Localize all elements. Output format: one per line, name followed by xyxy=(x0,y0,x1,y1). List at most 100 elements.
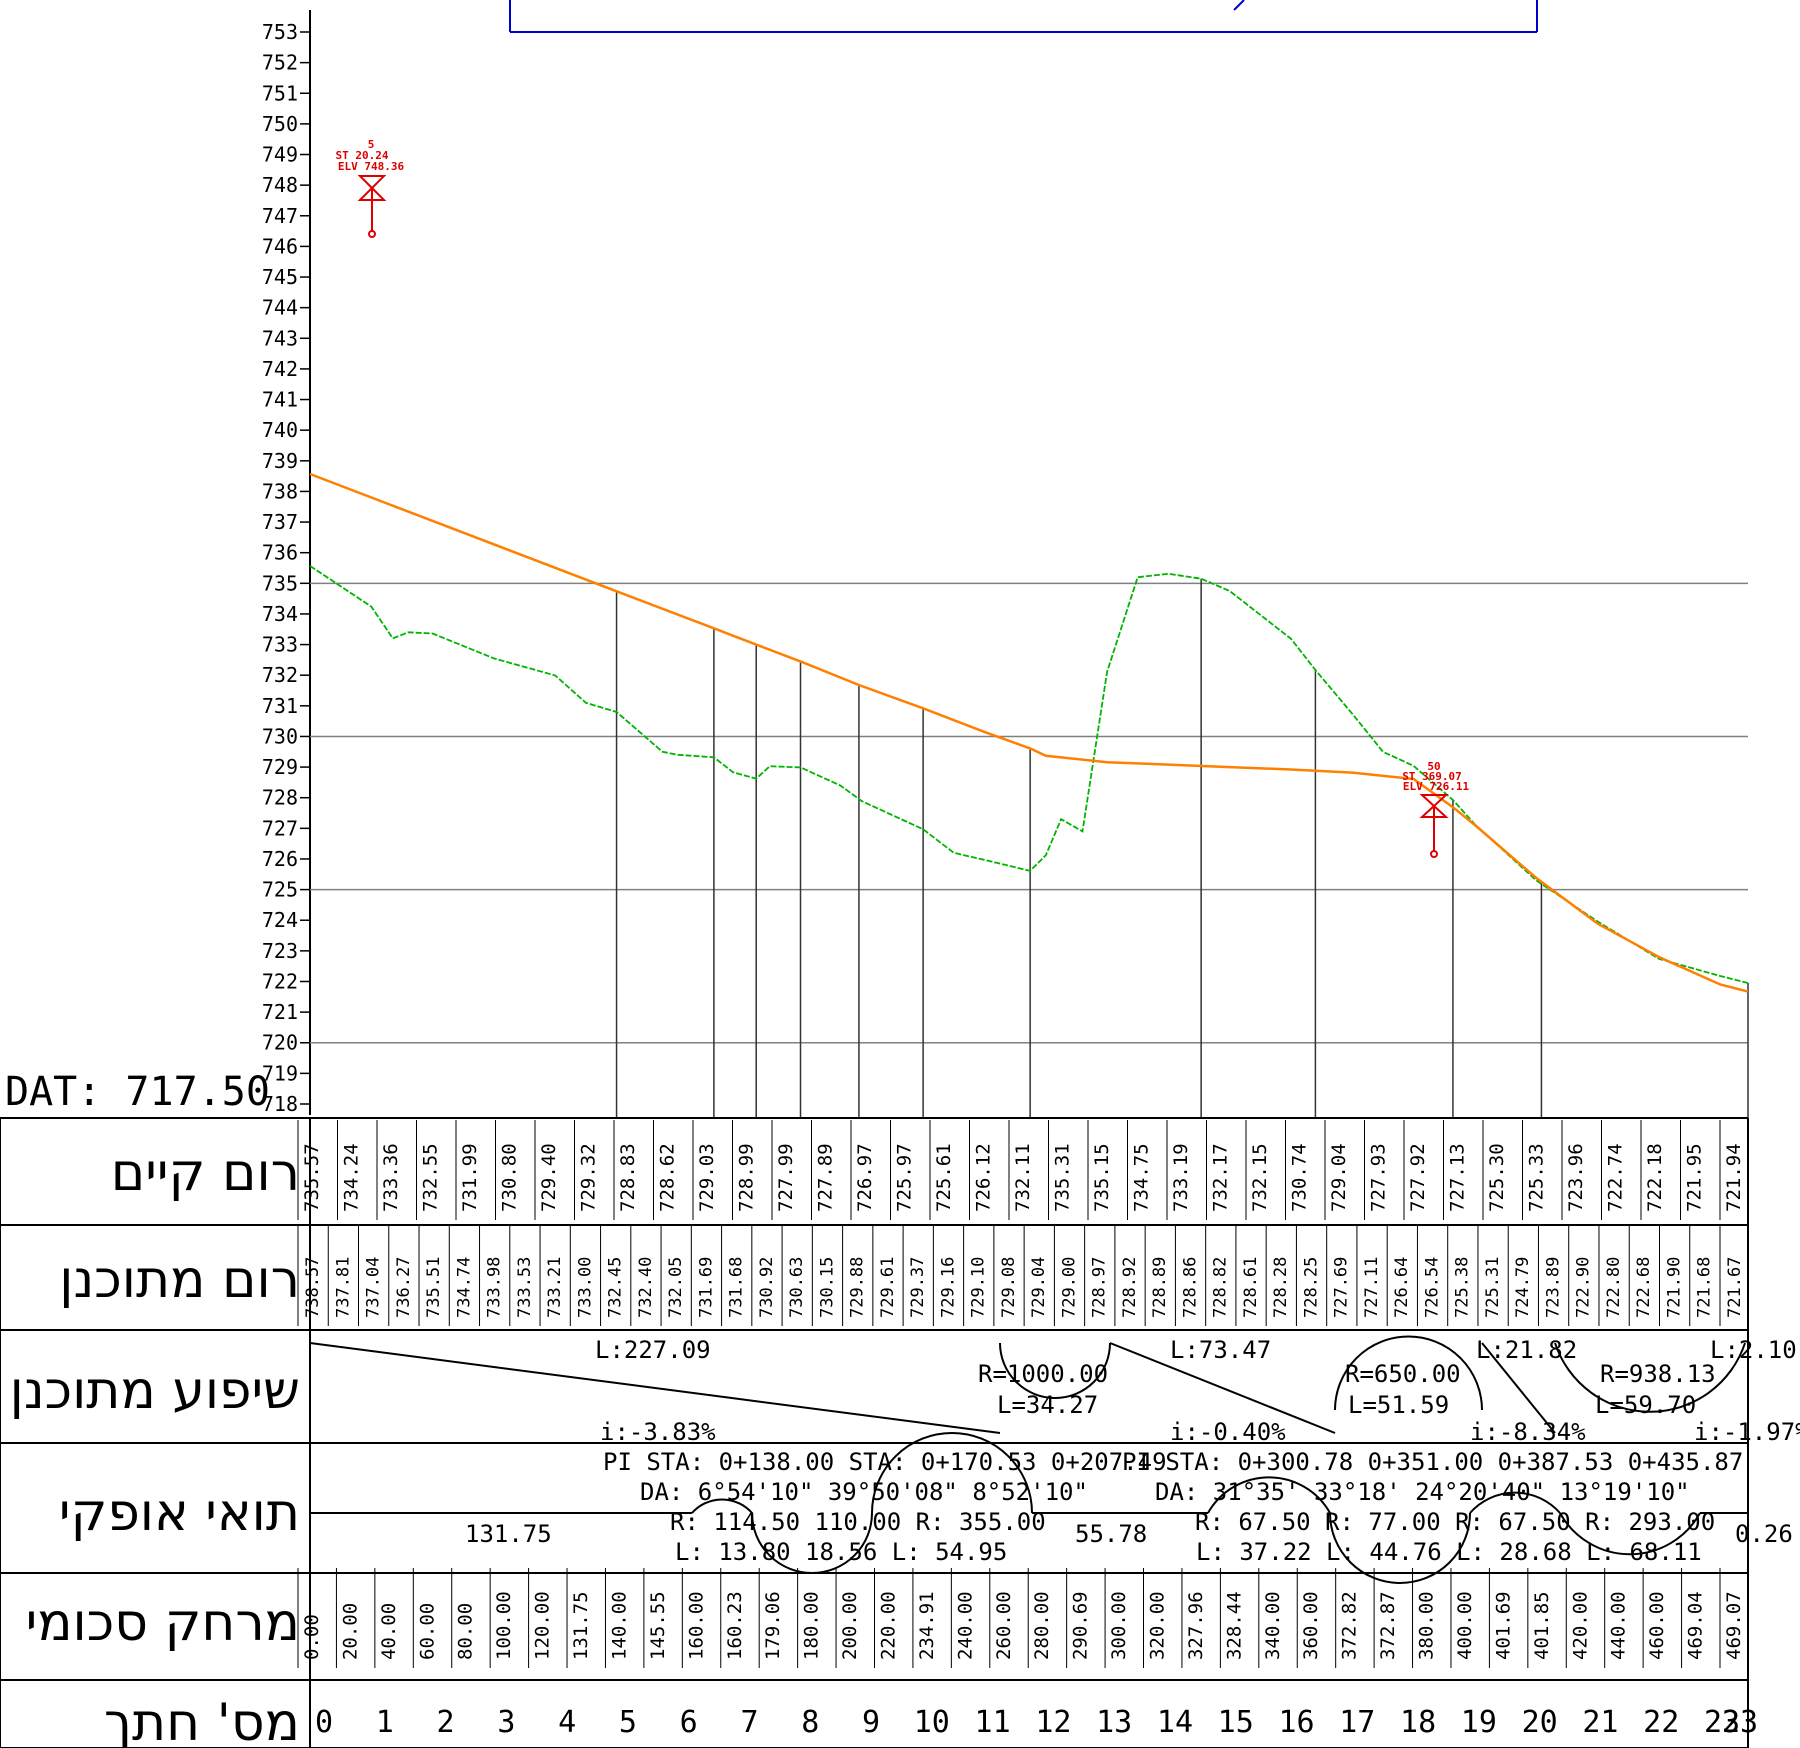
design_values-cell: 728.92 xyxy=(1120,1257,1140,1318)
slope-curve2-length: L=51.59 xyxy=(1348,1391,1449,1419)
design_values-cell: 729.16 xyxy=(938,1257,958,1318)
y-tick-label: 726 xyxy=(262,847,298,871)
horizontal-row: 131.75 PI STA: 0+138.00 STA: 0+170.53 0+… xyxy=(310,1432,1793,1584)
y-tick-label: 721 xyxy=(262,1000,298,1024)
y-tick-label: 725 xyxy=(262,878,298,902)
existing_values-cell: 734.75 xyxy=(1131,1143,1153,1212)
distance_values-cell: 100.00 xyxy=(493,1591,515,1660)
existing_values-cell: 725.97 xyxy=(894,1143,916,1212)
existing_values-cell: 727.89 xyxy=(815,1143,837,1212)
distance_values-cell: 220.00 xyxy=(877,1591,899,1660)
design_values-cell: 734.74 xyxy=(454,1257,474,1318)
slope-seg1-length: L:227.09 xyxy=(595,1336,711,1364)
y-tick-label: 750 xyxy=(262,112,298,136)
section-number: 3 xyxy=(497,1705,515,1740)
slope-curve2-radius: R=650.00 xyxy=(1345,1360,1461,1388)
existing_values-cell: 733.36 xyxy=(380,1143,402,1212)
y-tick-label: 735 xyxy=(262,571,298,595)
marker-2: 50 ST 369.07 ELV 726.11 xyxy=(1402,760,1469,858)
existing_values-cell: 730.80 xyxy=(499,1143,521,1212)
distance_values-cell: 320.00 xyxy=(1147,1591,1169,1660)
row-header-distance: מרחק סכומי xyxy=(26,1593,300,1653)
design_values-cell: 729.00 xyxy=(1059,1257,1079,1318)
design_values-cell: 729.04 xyxy=(1029,1257,1049,1318)
design_values-cell: 722.90 xyxy=(1574,1257,1594,1318)
y-tick-label: 747 xyxy=(262,204,298,228)
section-number: 5 xyxy=(619,1705,637,1740)
existing_values-cell: 729.40 xyxy=(538,1143,560,1212)
design_values-cell: 721.67 xyxy=(1725,1257,1745,1318)
top-frame xyxy=(509,0,1538,33)
distance_values-cell: 0.00 xyxy=(301,1614,323,1660)
slope-curve3-radius: R=938.13 xyxy=(1600,1360,1716,1388)
design_values-cell: 732.40 xyxy=(636,1257,656,1318)
slope-curve1-radius: R=1000.00 xyxy=(978,1360,1108,1388)
marker-2-st: ST 369.07 xyxy=(1402,770,1462,783)
y-tick-labels: 7537527517507497487477467457447437427417… xyxy=(262,20,310,1116)
design_values-cell: 733.98 xyxy=(485,1257,505,1318)
existing_values-cell: 725.33 xyxy=(1526,1143,1548,1212)
section-number: 16 xyxy=(1278,1705,1314,1740)
marker-1-elv: ELV 748.36 xyxy=(338,160,405,173)
distance_values-cell: 340.00 xyxy=(1262,1591,1284,1660)
existing_values-cell: 726.97 xyxy=(854,1143,876,1212)
distance_values-cell: 260.00 xyxy=(993,1591,1015,1660)
row-header-existing: רום קיים xyxy=(111,1143,300,1203)
marker-1: 5 ST 20.24 ELV 748.36 xyxy=(336,138,405,238)
design_values-cell: 737.04 xyxy=(364,1257,384,1318)
y-tick-label: 737 xyxy=(262,510,298,534)
slope-row: L:227.09 i:-3.83% R=1000.00 L=34.27 L:73… xyxy=(309,1335,1800,1446)
section-number: 15 xyxy=(1218,1705,1254,1740)
section-number: 23 xyxy=(1704,1705,1740,1740)
distance_values-cell: 327.96 xyxy=(1185,1591,1207,1660)
y-tick-label: 751 xyxy=(262,81,298,105)
existing_values-cell: 732.11 xyxy=(1012,1143,1034,1212)
existing_values-cell: 735.31 xyxy=(1052,1143,1074,1212)
y-tick-label: 734 xyxy=(262,602,298,626)
existing_values-cell: 725.61 xyxy=(933,1143,955,1212)
design_values-cell: 724.79 xyxy=(1513,1257,1533,1318)
distance_values-cell: 179.06 xyxy=(762,1591,784,1660)
design_values-cell: 730.92 xyxy=(757,1257,777,1318)
y-tick-label: 722 xyxy=(262,969,298,993)
section-number: 12 xyxy=(1035,1705,1071,1740)
design_values-cell: 728.61 xyxy=(1241,1257,1261,1318)
design_values-cell: 729.88 xyxy=(848,1257,868,1318)
section-number: 22 xyxy=(1643,1705,1679,1740)
row-headers: רום קיים רום מתוכנן שיפוע מתוכנן תואי או… xyxy=(10,1143,300,1748)
section-number: 20 xyxy=(1522,1705,1558,1740)
section-number: 7 xyxy=(740,1705,758,1740)
distance_values-cell: 300.00 xyxy=(1108,1591,1130,1660)
design_values-cell: 738.57 xyxy=(303,1257,323,1318)
y-tick-label: 731 xyxy=(262,694,298,718)
y-tick-label: 738 xyxy=(262,479,298,503)
distance_values-cell: 40.00 xyxy=(378,1603,400,1660)
profile-series xyxy=(309,472,1749,993)
design_values-cell: 725.38 xyxy=(1453,1257,1473,1318)
existing_values-cell: 727.92 xyxy=(1407,1143,1429,1212)
horizontal-l-group-1: L: 13.80 18.56 L: 54.95 xyxy=(675,1538,1007,1566)
existing_values-cell: 721.94 xyxy=(1723,1143,1745,1212)
horizontal-r-group-1: R: 114.50 110.00 R: 355.00 xyxy=(670,1508,1046,1536)
section-number: 2 xyxy=(437,1705,455,1740)
section-number: 11 xyxy=(975,1705,1011,1740)
distance_values-cell: 180.00 xyxy=(801,1591,823,1660)
existing_values-cell: 734.24 xyxy=(341,1143,363,1212)
existing_values-cell: 729.04 xyxy=(1328,1143,1350,1212)
horizontal-pi-group-1: PI STA: 0+138.00 STA: 0+170.53 0+207.49 xyxy=(603,1448,1167,1476)
existing_values-cell: 722.74 xyxy=(1605,1143,1627,1212)
y-tick-label: 730 xyxy=(262,724,298,748)
horizontal-straight-3: 0.26 xyxy=(1735,1520,1793,1548)
section-number: 13 xyxy=(1096,1705,1132,1740)
horizontal-pi-group-2: PI STA: 0+300.78 0+351.00 0+387.53 0+435… xyxy=(1122,1448,1743,1476)
design_values-cell: 731.68 xyxy=(727,1257,747,1318)
distance_values-cell: 469.04 xyxy=(1685,1591,1707,1660)
design_values-cell: 728.82 xyxy=(1211,1257,1231,1318)
existing_values-cell: 723.96 xyxy=(1565,1143,1587,1212)
y-tick-label: 729 xyxy=(262,755,298,779)
horizontal-straight-2: 55.78 xyxy=(1075,1520,1147,1548)
distance_values-cell: 280.00 xyxy=(1031,1591,1053,1660)
design_values-cell: 730.15 xyxy=(817,1257,837,1318)
